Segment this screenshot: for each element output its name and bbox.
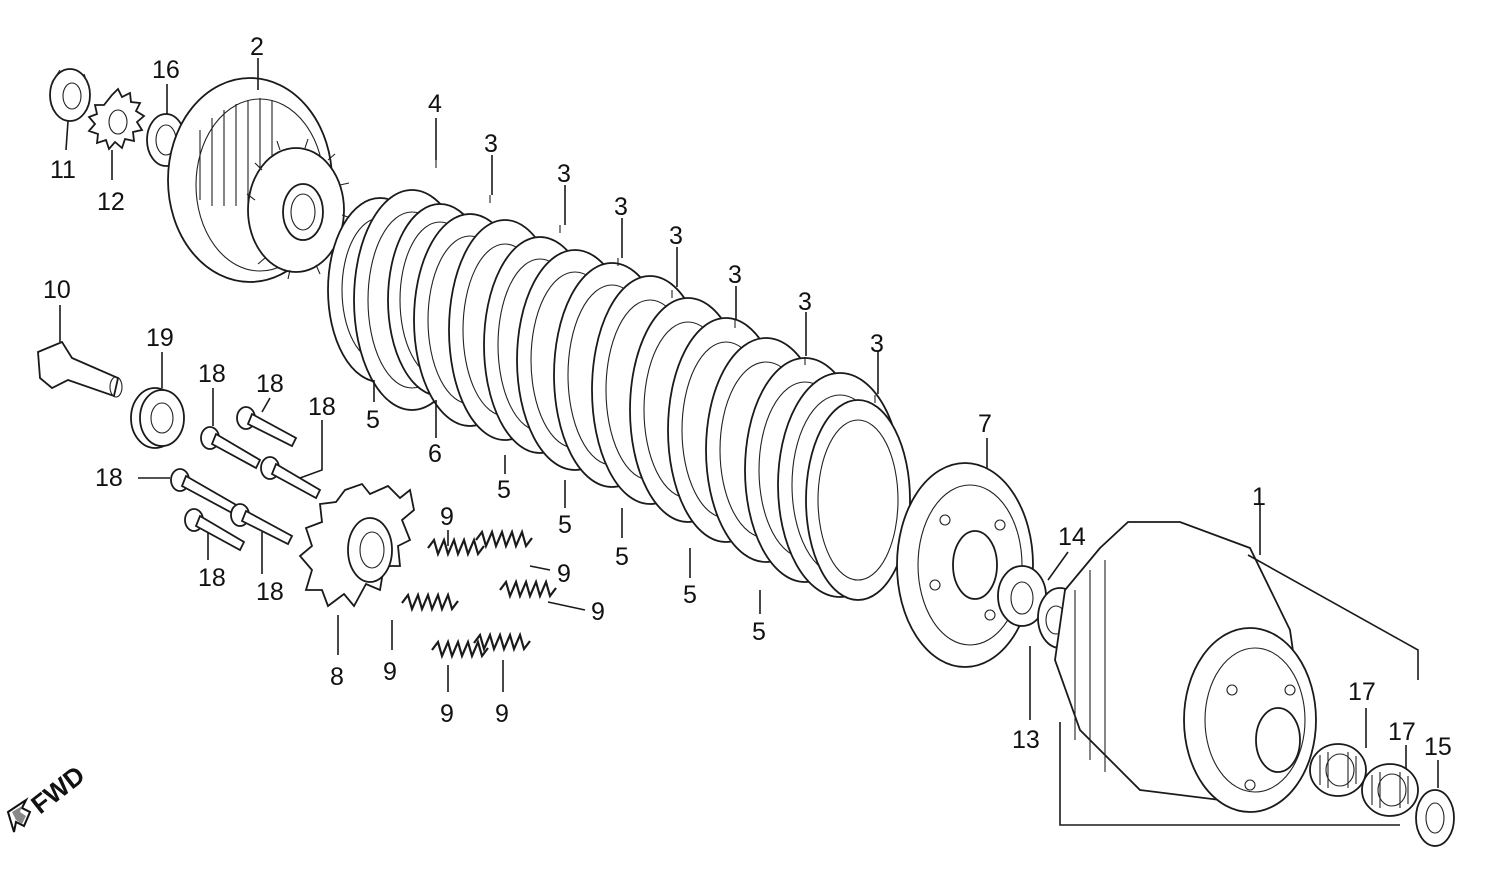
part-15-washer [1415, 760, 1455, 847]
callout-18e: 18 [198, 564, 226, 592]
callout-5e: 5 [683, 581, 697, 609]
callout-19: 19 [146, 324, 174, 352]
callout-7: 7 [978, 410, 992, 438]
callout-5f: 5 [752, 618, 766, 646]
callout-17a: 17 [1348, 678, 1376, 706]
callout-5d: 5 [615, 543, 629, 571]
callout-12: 12 [97, 188, 125, 216]
callout-4: 4 [428, 90, 442, 118]
callout-10: 10 [43, 276, 71, 304]
callout-16: 16 [152, 56, 180, 84]
callout-18d: 18 [95, 464, 123, 492]
callout-3a: 3 [484, 130, 498, 158]
part-11-lock-nut [49, 68, 91, 151]
callout-18f: 18 [256, 578, 284, 606]
part-10-lifter-rod [37, 305, 123, 398]
part-7-pressure-plate [896, 438, 1034, 668]
callout-14: 14 [1058, 523, 1086, 551]
clutch-plate-stack [327, 160, 911, 601]
callout-13: 13 [1012, 726, 1040, 754]
part-19-bearing [130, 352, 185, 449]
fwd-label: FWD [25, 760, 90, 820]
part-12-lock-washer [87, 87, 146, 180]
callout-5a: 5 [366, 406, 380, 434]
callout-9f: 9 [495, 700, 509, 728]
callout-9d: 9 [383, 658, 397, 686]
callout-1: 1 [1252, 483, 1266, 511]
callout-18b: 18 [256, 370, 284, 398]
callout-3d: 3 [669, 222, 683, 250]
part-18-bolts [138, 388, 323, 574]
callout-3f: 3 [798, 288, 812, 316]
part-2-clutch-center [167, 58, 352, 283]
callout-3c: 3 [614, 193, 628, 221]
callout-5b: 5 [497, 476, 511, 504]
fwd-direction-indicator: FWD [6, 760, 90, 833]
part-17-needle-bearings [1309, 708, 1419, 817]
callout-6: 6 [428, 440, 442, 468]
callout-2: 2 [250, 33, 264, 61]
part-9-clutch-springs [391, 528, 586, 692]
callout-9e: 9 [440, 700, 454, 728]
callout-11: 11 [50, 156, 76, 184]
part-8-lifter-plate [298, 482, 415, 655]
callout-18a: 18 [198, 360, 226, 388]
callout-5c: 5 [558, 511, 572, 539]
callout-3g: 3 [870, 330, 884, 358]
callout-9c: 9 [591, 598, 605, 626]
part-1-clutch-outer [1054, 505, 1419, 826]
callout-labels: 1 2 4 3 3 3 3 3 3 3 5 6 5 5 5 5 5 7 8 9 … [43, 33, 1452, 761]
callout-18c: 18 [308, 393, 336, 421]
callout-3b: 3 [557, 160, 571, 188]
callout-17b: 17 [1388, 718, 1416, 746]
callout-9a: 9 [440, 503, 454, 531]
callout-9b: 9 [557, 560, 571, 588]
callout-8: 8 [330, 663, 344, 691]
fwd-arrow-icon [6, 797, 32, 833]
callout-15: 15 [1424, 733, 1452, 761]
callout-3e: 3 [728, 261, 742, 289]
